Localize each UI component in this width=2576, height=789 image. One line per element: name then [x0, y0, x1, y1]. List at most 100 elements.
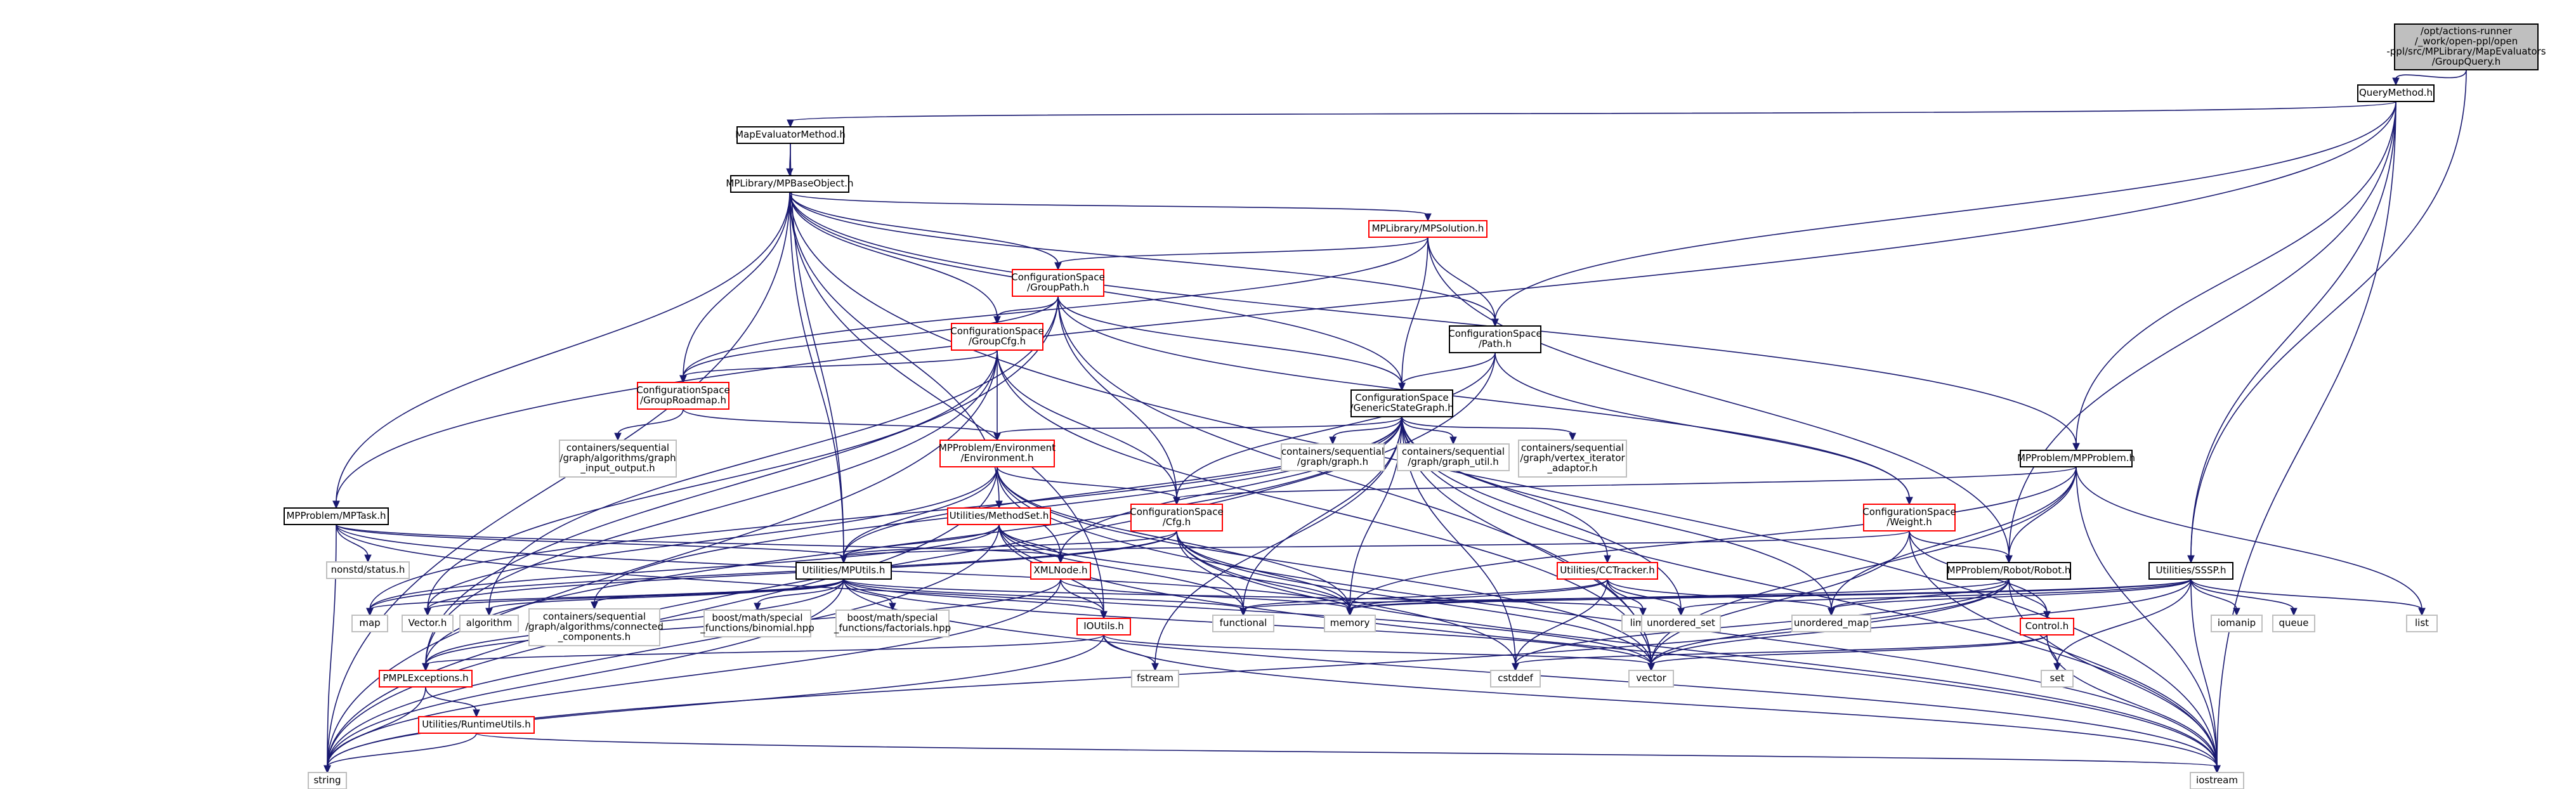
node-box [2357, 84, 2435, 102]
edge-ioutils-to-pmplexceptions [422, 634, 1104, 672]
node-vector[interactable]: vector [1628, 670, 1674, 688]
node-label: ConfigurationSpace [636, 384, 729, 396]
node-label: MPProblem/Environment [939, 442, 1056, 453]
node-binomial[interactable]: boost/math/special_functions/binomial.hp… [700, 610, 814, 637]
node-runtimeutils[interactable]: Utilities/RuntimeUtils.h [418, 716, 535, 734]
edge-querymethod-to-path [1491, 101, 2396, 327]
node-label: containers/sequential [543, 611, 646, 622]
node-groupcfg[interactable]: ConfigurationSpace/GroupCfg.h [950, 323, 1044, 351]
edge-mpbaseobject-to-mpsolution [789, 192, 1432, 222]
node-box [736, 126, 844, 144]
node-nonstd_status[interactable]: nonstd/status.h [326, 561, 410, 579]
node-box [2020, 618, 2074, 636]
node-graph_input_output[interactable]: containers/sequential/graph/algorithms/g… [559, 440, 677, 478]
node-graph_util[interactable]: containers/sequential/graph/graph_util.h [1397, 443, 1510, 471]
node-label: vector [1636, 672, 1666, 684]
node-xmlnode[interactable]: XMLNode.h [1030, 562, 1091, 580]
edge-path-to-weight [1494, 352, 1913, 505]
node-box [703, 610, 811, 637]
edges-layer [324, 69, 2467, 774]
node-box [2041, 670, 2074, 688]
node-label: -ppl/src/MPLibrary/MapEvaluators [2386, 46, 2546, 57]
node-control[interactable]: Control.h [2020, 618, 2074, 636]
node-mpsolution[interactable]: MPLibrary/MPSolution.h [1368, 220, 1487, 238]
edge-querymethod-to-iostream [2213, 101, 2396, 774]
node-label: _components.h [558, 631, 631, 643]
node-functional[interactable]: functional [1212, 615, 1274, 632]
node-label: /Environment.h [960, 452, 1033, 464]
node-grouproadmap[interactable]: ConfigurationSpace/GroupRoadmap.h [636, 382, 730, 410]
node-graph_h[interactable]: containers/sequential/graph/graph.h [1281, 443, 1385, 471]
edge-genericstategraph-to-mputils [840, 416, 1402, 564]
node-label: PMPLExceptions.h [382, 672, 468, 684]
node-cstddef[interactable]: cstddef [1490, 670, 1541, 688]
node-label: containers/sequential [1521, 442, 1624, 453]
node-label: containers/sequential [566, 442, 669, 453]
node-memory[interactable]: memory [1324, 615, 1376, 632]
node-mpbaseobject[interactable]: MPLibrary/MPBaseObject.h [726, 175, 854, 193]
node-robot[interactable]: MPProblem/Robot/Robot.h [1947, 562, 2071, 580]
node-pmplexceptions[interactable]: PMPLExceptions.h [379, 670, 473, 688]
node-grouppath[interactable]: ConfigurationSpace/GroupPath.h [1011, 269, 1105, 297]
node-box [308, 772, 347, 789]
node-weight[interactable]: ConfigurationSpace/Weight.h [1862, 504, 1956, 531]
node-methodset[interactable]: Utilities/MethodSet.h [947, 507, 1051, 525]
node-unordered_map[interactable]: unordered_map [1791, 615, 1871, 632]
node-box [559, 440, 677, 478]
node-label: ConfigurationSpace [1355, 392, 1448, 403]
node-querymethod[interactable]: QueryMethod.h [2357, 84, 2435, 102]
node-label: IOUtils.h [1083, 620, 1124, 632]
node-mptask[interactable]: MPProblem/MPTask.h [284, 507, 389, 525]
node-mpproblem[interactable]: MPProblem/MPProblem.h [2017, 450, 2135, 467]
node-iomanip[interactable]: iomanip [2211, 615, 2263, 632]
edge-runtimeutils-to-string [324, 733, 477, 774]
node-root[interactable]: /opt/actions-runner/_work/open-ppl/open-… [2386, 23, 2546, 70]
edge-control-to-cstddef [1512, 634, 2048, 672]
node-mapevaluatormethod[interactable]: MapEvaluatorMethod.h [735, 126, 846, 144]
node-label: iomanip [2218, 617, 2256, 629]
node-factorials[interactable]: boost/math/special_functions/factorials.… [834, 610, 951, 637]
node-box [1791, 615, 1871, 632]
edge-mpproblem-to-iostream [2076, 466, 2221, 774]
node-label: /_work/open-ppl/open [2415, 36, 2518, 48]
node-connected_components[interactable]: containers/sequential/graph/algorithms/c… [525, 608, 664, 646]
node-box [351, 615, 388, 632]
node-iostream[interactable]: iostream [2190, 772, 2244, 789]
node-genericstategraph[interactable]: ConfigurationSpace/GenericStateGraph.h [1350, 389, 1454, 417]
node-vertex_iterator[interactable]: containers/sequential/graph/vertex_itera… [1518, 440, 1627, 478]
node-box [795, 562, 892, 580]
node-label: functional [1220, 617, 1267, 629]
edge-cctracker-to-memory [1346, 578, 1608, 616]
node-box [1076, 618, 1131, 636]
node-box [835, 610, 950, 637]
node-box [1397, 443, 1510, 471]
node-label: ConfigurationSpace [1011, 271, 1104, 283]
node-label: /graph/algorithms/connected [525, 621, 664, 632]
node-path[interactable]: ConfigurationSpace/Path.h [1448, 325, 1542, 353]
node-vector_h[interactable]: Vector.h [402, 615, 454, 632]
node-environment[interactable]: MPProblem/Environment/Environment.h [939, 440, 1056, 467]
edge-genericstategraph-to-vertex_iterator [1401, 416, 1576, 441]
node-list[interactable]: list [2406, 615, 2438, 632]
node-mputils[interactable]: Utilities/MPUtils.h [795, 562, 892, 580]
node-label: boost/math/special [847, 612, 938, 623]
node-fstream[interactable]: fstream [1131, 670, 1179, 688]
edge-mapevaluatormethod-to-mpbaseobject [786, 143, 794, 177]
node-label: MPProblem/MPTask.h [286, 510, 386, 521]
node-unordered_set[interactable]: unordered_set [1641, 615, 1721, 632]
node-queue[interactable]: queue [2272, 615, 2315, 632]
node-box [730, 175, 849, 193]
node-ssspp[interactable]: Utilities/SSSP.h [2148, 562, 2233, 580]
node-cctracker[interactable]: Utilities/CCTracker.h [1557, 562, 1658, 580]
node-label: _input_output.h [580, 462, 655, 474]
node-map[interactable]: map [351, 615, 388, 632]
node-label: /opt/actions-runner [2421, 25, 2513, 37]
node-algorithm[interactable]: algorithm [459, 615, 519, 632]
node-cfg[interactable]: ConfigurationSpace/Cfg.h [1130, 504, 1224, 531]
node-set[interactable]: set [2041, 670, 2074, 688]
node-box [2211, 615, 2263, 632]
node-box [1863, 504, 1956, 531]
edge-mpsolution-to-grouppath [1054, 237, 1429, 271]
node-ioutils[interactable]: IOUtils.h [1076, 618, 1131, 636]
node-string[interactable]: string [308, 772, 347, 789]
